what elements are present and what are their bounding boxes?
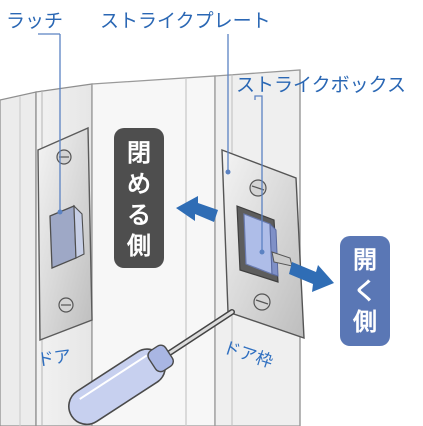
closing-side-badge xyxy=(114,128,164,268)
strike-plate-label: ストライクプレート xyxy=(100,10,271,32)
arrow-left-icon xyxy=(176,196,218,222)
strike-plate xyxy=(221,148,305,339)
strike-box xyxy=(243,213,273,275)
closing-side-char-3: る xyxy=(127,201,151,229)
arrow-right-icon xyxy=(289,262,334,292)
opening-side-char-1: 開 xyxy=(353,246,377,274)
closing-side-char-1: 閉 xyxy=(127,139,151,167)
latch-label: ラッチ xyxy=(6,10,63,32)
closing-side-char-2: め xyxy=(127,170,151,198)
strike-box-label: ストライクボックス xyxy=(236,74,406,96)
latch-plate xyxy=(37,126,93,342)
door-label: ドア xyxy=(36,346,72,371)
leader-lines xyxy=(38,33,263,252)
screwdriver-icon xyxy=(68,309,235,426)
latch-bolt xyxy=(49,204,85,269)
opening-side-char-3: 側 xyxy=(352,308,377,336)
opening-side-char-2: く xyxy=(353,277,377,305)
opening-side-badge xyxy=(340,236,390,346)
closing-side-char-4: 側 xyxy=(126,232,151,260)
